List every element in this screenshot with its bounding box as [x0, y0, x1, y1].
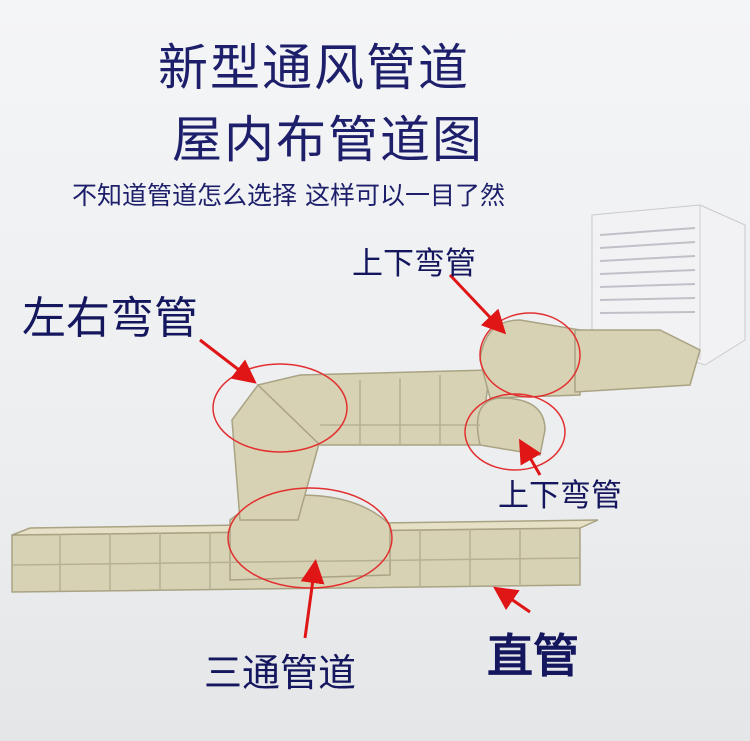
label-straight-duct: 直管	[487, 629, 579, 683]
title-line-1: 新型通风管道	[158, 39, 470, 97]
highlight-circles	[212, 312, 581, 589]
air-cooler-unit	[591, 204, 746, 366]
up-down-elbow-bottom	[476, 397, 546, 456]
title-line-2: 屋内布管道图	[172, 111, 484, 169]
pointer-arrows	[199, 273, 542, 639]
label-up-down-elbow-bottom: 上下弯管	[498, 478, 622, 514]
label-tee-duct: 三通管道	[204, 651, 357, 695]
label-left-right-elbow: 左右弯管	[22, 293, 198, 344]
subtitle: 不知道管道怎么选择 这样可以一目了然	[72, 181, 505, 210]
duct-system	[11, 319, 701, 593]
up-down-elbow-top	[479, 319, 581, 399]
label-up-down-elbow-top: 上下弯管	[352, 246, 476, 282]
